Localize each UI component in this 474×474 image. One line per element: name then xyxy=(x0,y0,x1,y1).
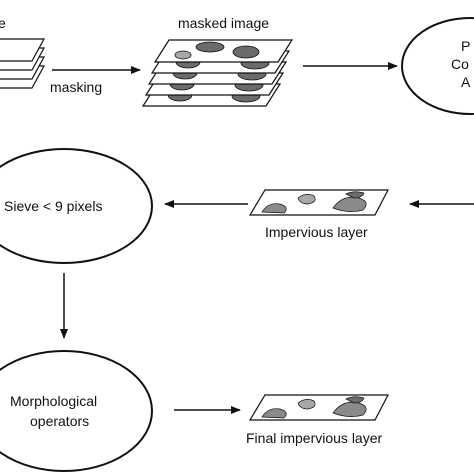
final-layer-image xyxy=(248,394,389,421)
morph-label-line2: operators xyxy=(30,413,89,429)
input-image-stack xyxy=(0,38,46,89)
sieve-label: Sieve < 9 pixels xyxy=(4,198,102,214)
morph-ellipse xyxy=(0,350,153,472)
impervious-layer-label: Impervious layer xyxy=(265,224,368,240)
impervious-layer-image xyxy=(248,189,389,216)
masked-image-stack xyxy=(141,39,294,107)
sieve-ellipse xyxy=(0,148,153,264)
morph-label-line1: Morphological xyxy=(10,393,97,409)
pca-label-line3: A xyxy=(461,74,471,90)
pca-label-line1: P xyxy=(461,38,470,54)
pca-ellipse xyxy=(401,17,474,115)
masked-image-label: masked image xyxy=(178,15,269,31)
final-layer-label: Final impervious layer xyxy=(246,430,382,446)
masking-label: masking xyxy=(50,79,102,95)
input-image-label: e xyxy=(0,15,6,31)
pca-label-line2: Co xyxy=(451,56,469,72)
